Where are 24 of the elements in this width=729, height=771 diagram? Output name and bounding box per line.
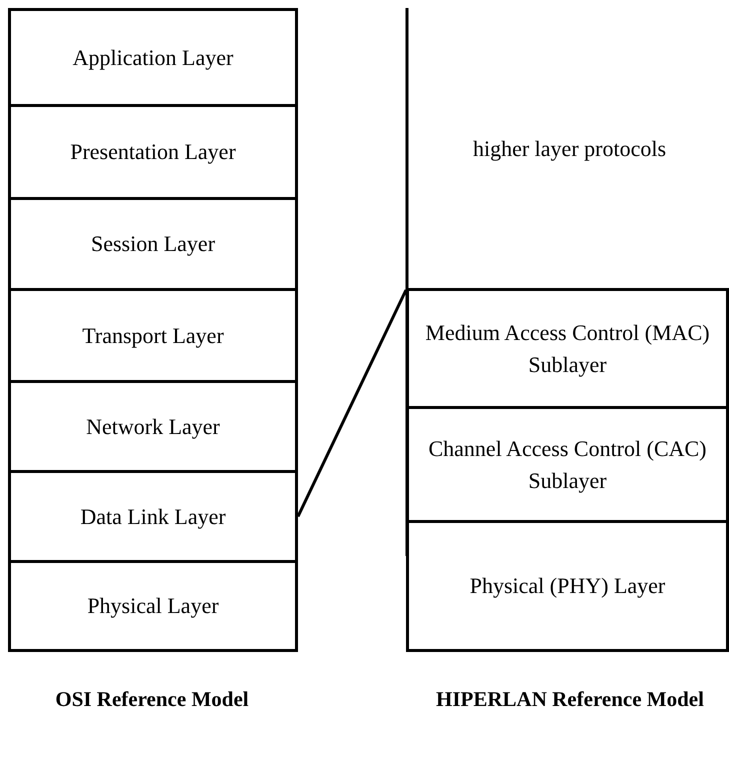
- model-caption: HIPERLAN Reference Model: [435, 686, 705, 713]
- layer-box: [8, 288, 298, 383]
- layer-label: Data Link Layer: [79, 502, 227, 531]
- layer-box: [406, 520, 729, 652]
- model-caption: OSI Reference Model: [54, 686, 250, 713]
- layer-label: higher layer protocols: [472, 135, 668, 164]
- layer-label: Session Layer: [90, 230, 216, 258]
- layer-label: Transport Layer: [81, 322, 225, 350]
- layer-box: [8, 380, 298, 473]
- layer-box: [8, 8, 298, 107]
- connector-line: [296, 289, 408, 518]
- layer-box: [8, 470, 298, 563]
- layer-box: [406, 406, 729, 523]
- layer-box: [406, 288, 729, 409]
- layer-box: [8, 197, 298, 291]
- layer-label: Presentation Layer: [69, 138, 237, 166]
- layer-label: Physical Layer: [86, 592, 220, 620]
- layer-label: Medium Access Control (MAC) Sublayer: [424, 318, 711, 379]
- layer-label: Application Layer: [72, 44, 234, 72]
- layer-label: Channel Access Control (CAC) Sublayer: [427, 434, 708, 495]
- layer-label: Physical (PHY) Layer: [468, 572, 666, 600]
- layer-box: [8, 560, 298, 652]
- layer-label: Network Layer: [85, 412, 221, 441]
- layer-box: [8, 104, 298, 200]
